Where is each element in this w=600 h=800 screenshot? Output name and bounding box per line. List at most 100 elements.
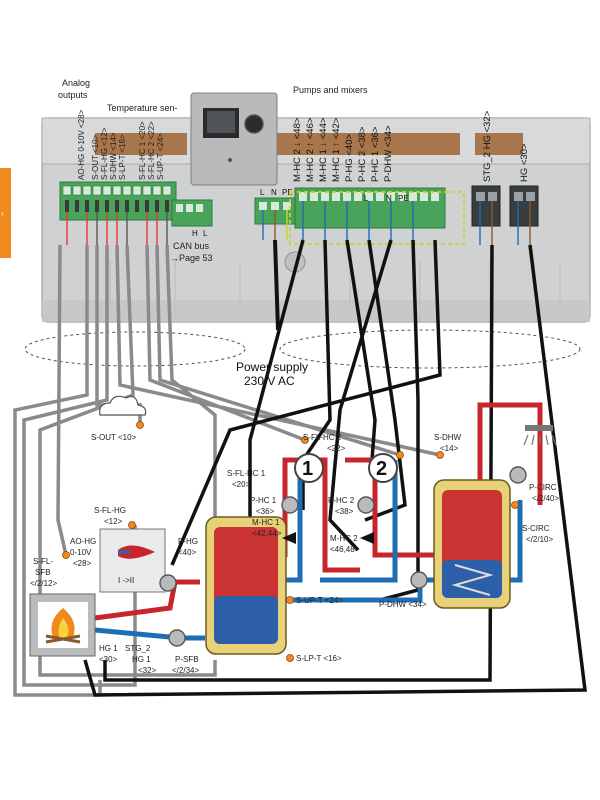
dhw-coil-icon bbox=[451, 564, 494, 596]
s-fl-sfb-label: S-FL- bbox=[33, 557, 53, 566]
heating-circuit-2-label: 2 bbox=[376, 458, 387, 480]
term-stg2-hg: STG_2 HG <32> bbox=[482, 110, 493, 182]
term-m-hc2-up: M-HC 2 ↑ <46> bbox=[305, 117, 316, 182]
pump-p-hc2-icon bbox=[357, 496, 375, 514]
p-sfb-label: P-SFB bbox=[175, 655, 199, 664]
m-hc1-code: <42,44> bbox=[252, 529, 282, 538]
p-hc1-label: P-HC 1 bbox=[250, 496, 277, 505]
term-s-out: S-OUT <10> bbox=[91, 134, 100, 180]
s-up-t-label: S-UP-T <24> bbox=[296, 596, 343, 605]
can-bus-terminal-block: H L bbox=[171, 199, 213, 238]
hg-relay-block bbox=[509, 185, 539, 227]
sensor-terminal-labels: AO-HG 0-10V <28> S-OUT <10> S-FL-HG <12>… bbox=[77, 109, 165, 180]
solid-fuel-boiler bbox=[29, 593, 96, 657]
ao-hg-range: 0-10V bbox=[70, 548, 92, 557]
stg2-hg1-code: <32> bbox=[138, 666, 157, 675]
hg1-code: <30> bbox=[99, 655, 118, 664]
power-supply-voltage: 230 V AC bbox=[244, 374, 295, 388]
s-fl-hc1-label: S-FL-HC 1 bbox=[227, 469, 266, 478]
s-fl-hg-label: S-FL-HG bbox=[94, 506, 126, 515]
term-m-hc1-up: M-HC 1 ↑ <42> bbox=[331, 117, 342, 182]
m-hc2-code: <46,48> bbox=[330, 545, 360, 554]
power-term-n: N bbox=[271, 188, 277, 197]
ao-hg-code: <28> bbox=[73, 559, 92, 568]
term-s-lp-t: S-LP-T <16> bbox=[118, 134, 127, 180]
mixers bbox=[282, 532, 374, 544]
s-fl-hc1-code: <20> bbox=[232, 480, 251, 489]
block-term-pe: PE bbox=[398, 194, 409, 203]
p-hg-code: <40> bbox=[178, 548, 197, 557]
p-sfb-code: </2/34> bbox=[172, 666, 199, 675]
pump-p-circ-icon bbox=[509, 466, 527, 484]
pump-p-hg-icon bbox=[159, 574, 177, 592]
cable-entry-right bbox=[279, 329, 581, 369]
s-circ-label: S-CIRC bbox=[522, 524, 550, 533]
black-power-cables bbox=[83, 239, 587, 697]
p-hc2-code: <38> bbox=[335, 507, 354, 516]
terminal-wire-stubs bbox=[66, 201, 531, 245]
boiler-stage-label: I ->II bbox=[118, 576, 134, 585]
term-p-hg: P-HG <40> bbox=[344, 133, 355, 182]
term-m-hc1-down: M-HC 1 ↓ <44> bbox=[318, 117, 329, 182]
block-term-n: N bbox=[386, 194, 392, 203]
power-supply-label: Power supply bbox=[236, 360, 308, 374]
pump-terminal-labels: M-HC 2 ↓ <48> M-HC 2 ↑ <46> M-HC 1 ↓ <44… bbox=[292, 110, 530, 182]
block-term-l: L bbox=[364, 194, 369, 203]
stg2-hg1-label: STG_2 bbox=[125, 644, 151, 653]
pumps-terminal-block: L N PE bbox=[289, 187, 465, 245]
can-term-h: H bbox=[192, 229, 198, 238]
stg2-hg-relay-block bbox=[471, 185, 501, 227]
term-p-dhw: P-DHW <34> bbox=[383, 125, 394, 182]
term-p-hc1: P-HC 1 <36> bbox=[370, 126, 381, 182]
can-bus-page-link[interactable]: →Page 53 bbox=[170, 253, 213, 263]
term-hg: HG <30> bbox=[519, 143, 530, 182]
s-fl-hg-code: <12> bbox=[104, 517, 123, 526]
heating-circuit-1-label: 1 bbox=[302, 458, 313, 480]
term-s-fl-hg: S-FL-HG <12> bbox=[100, 127, 109, 180]
p-hc1-code: <36> bbox=[256, 507, 275, 516]
p-hc2-label: P-HC 2 bbox=[328, 496, 355, 505]
term-p-hc2: P-HC 2 <38> bbox=[357, 126, 368, 182]
hg1-label: HG 1 bbox=[99, 644, 118, 653]
can-term-l: L bbox=[203, 229, 208, 238]
term-s-fl-hc2: S-FL-HC 2 <22> bbox=[147, 121, 156, 180]
s-fl-sfb-label2: SFB bbox=[35, 568, 51, 577]
control-knob-icon bbox=[244, 114, 264, 134]
s-dhw-label: S-DHW bbox=[434, 433, 462, 442]
heating-circuit-1 bbox=[294, 453, 324, 483]
p-circ-label: P-CIRC bbox=[529, 483, 557, 492]
s-fl-sfb-code: </2/12> bbox=[30, 579, 57, 588]
pumps-and-mixers-label: Pumps and mixers bbox=[293, 85, 368, 95]
control-display-unit[interactable] bbox=[190, 92, 278, 186]
s-dhw-code: <14> bbox=[440, 444, 459, 453]
pumps bbox=[159, 466, 527, 647]
page-tab[interactable] bbox=[0, 168, 11, 258]
s-circ-code: </2/10> bbox=[526, 535, 553, 544]
p-dhw-label: P-DHW <34> bbox=[379, 600, 427, 609]
ao-hg-label: AO-HG bbox=[70, 537, 96, 546]
s-fl-hc2-code: <22> bbox=[327, 444, 346, 453]
temperature-sensors-label: Temperature sen- bbox=[107, 103, 178, 113]
pump-p-dhw-icon bbox=[410, 571, 428, 589]
term-m-hc2-down: M-HC 2 ↓ <48> bbox=[292, 117, 303, 182]
mixer-m-hc2-icon bbox=[360, 532, 374, 544]
flame-icon bbox=[118, 545, 155, 559]
term-s-up-t: S-UP-T <24> bbox=[156, 133, 165, 180]
gas-heat-generator: I ->II bbox=[99, 528, 166, 593]
heating-circuit-2 bbox=[368, 453, 398, 483]
power-term-l: L bbox=[260, 188, 265, 197]
analog-outputs-label-line1: Analog bbox=[62, 78, 90, 88]
dhw-tank bbox=[433, 479, 511, 609]
buffer-tank bbox=[205, 516, 287, 655]
m-hc2-label: M-HC 2 bbox=[330, 534, 358, 543]
cloud-icon bbox=[99, 395, 147, 416]
pump-p-sfb-icon bbox=[168, 629, 186, 647]
term-s-fl-hc1: S-FL-HC 1 <20> bbox=[138, 121, 147, 180]
gray-sensor-cables bbox=[13, 244, 441, 697]
power-supply-cable bbox=[273, 239, 280, 331]
m-hc1-label: M-HC 1 bbox=[252, 518, 280, 527]
shower-icon bbox=[523, 425, 557, 446]
term-ao-hg: AO-HG 0-10V <28> bbox=[77, 109, 86, 180]
can-bus-label: CAN bus bbox=[173, 241, 210, 251]
